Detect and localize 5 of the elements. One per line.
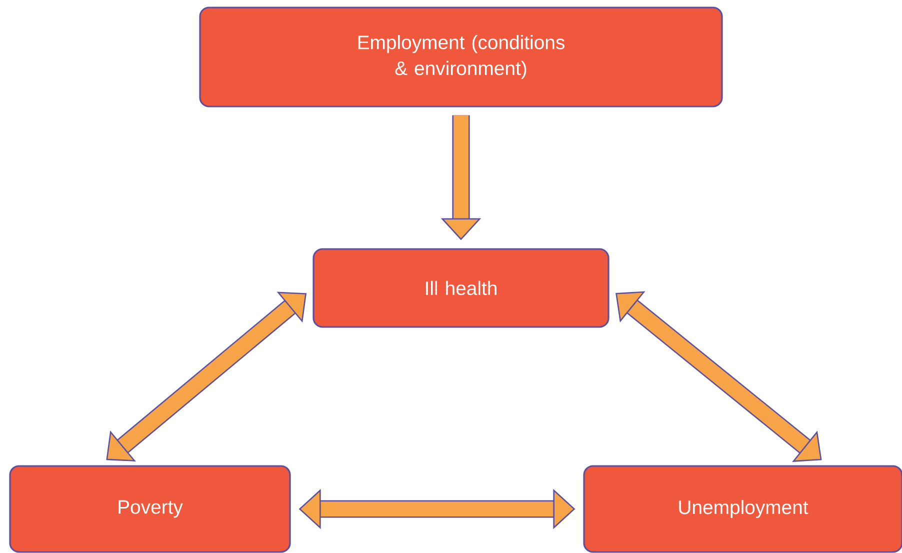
process-box: Unemployment [583, 465, 902, 553]
process-box: Ill health [312, 248, 610, 328]
process-box: Poverty [9, 465, 291, 553]
block-arrow [616, 291, 822, 462]
process-box: Employment (conditions & environment) [199, 6, 723, 108]
